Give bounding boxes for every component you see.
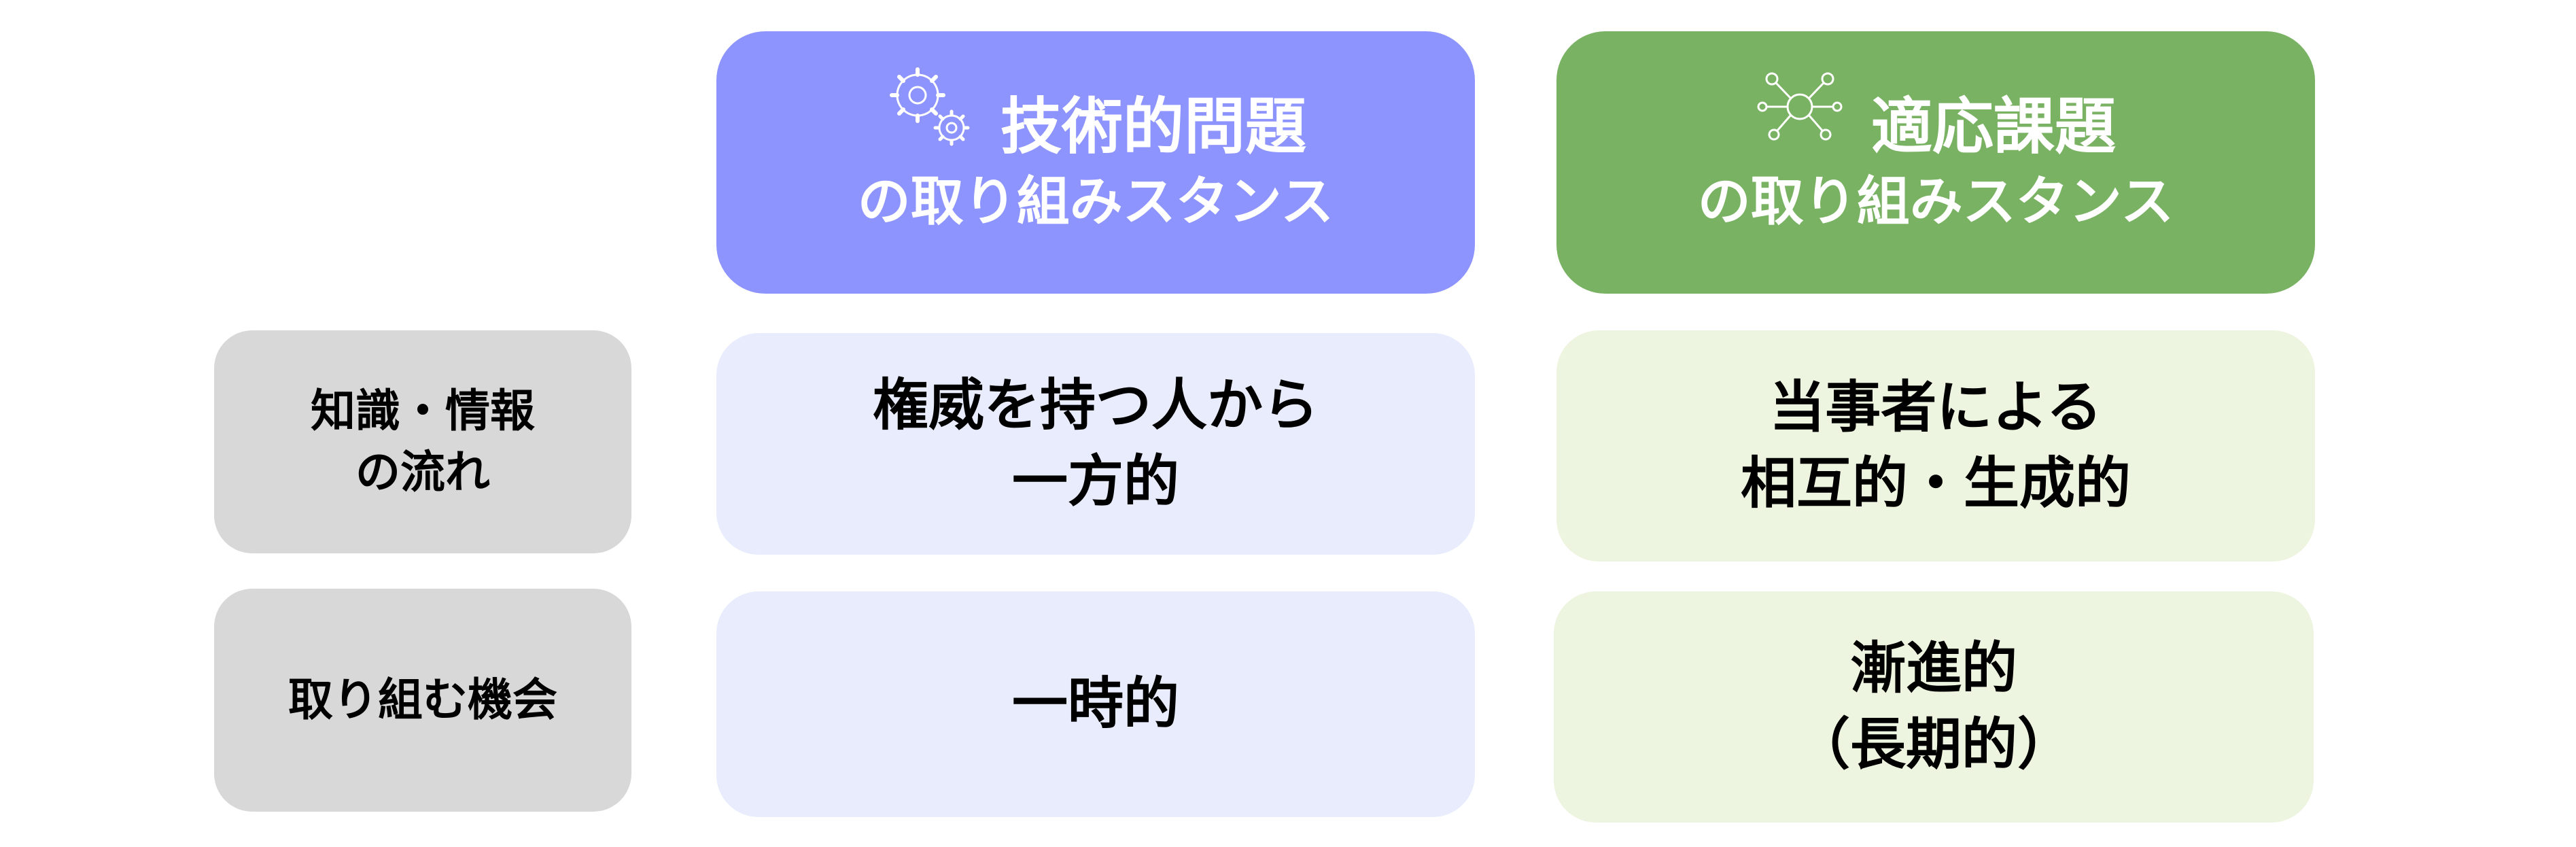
- header-technical-title: 技術的問題: [1000, 91, 1306, 162]
- cell-line: （長期的）: [1794, 712, 2073, 777]
- row-label-line: の流れ: [355, 446, 490, 498]
- network-hub-icon: [1757, 72, 1843, 141]
- cell-line: 一方的: [1011, 449, 1179, 514]
- gears-icon: [890, 67, 970, 146]
- header-technical-title-row: 技術的問題: [885, 67, 1306, 164]
- cell-line: 権威を持つ人から: [872, 373, 1319, 438]
- header-adaptive-title-row: 適応課題: [1756, 72, 2116, 164]
- header-adaptive-subtitle: の取り組みスタンス: [1697, 171, 2174, 232]
- header-technical-subtitle: の取り組みスタンス: [857, 171, 1334, 232]
- cell-line: 漸進的: [1849, 636, 2017, 701]
- cell-line: 相互的・生成的: [1740, 451, 2131, 516]
- cell-line: 一時的: [1011, 672, 1179, 736]
- header-adaptive-challenge: 適応課題 の取り組みスタンス: [1556, 31, 2315, 294]
- cell-adaptive-knowledge-flow: 当事者による 相互的・生成的: [1556, 330, 2315, 561]
- cell-technical-engagement-opportunity: 一時的: [716, 591, 1475, 817]
- row-label-knowledge-flow: 知識・情報 の流れ: [214, 330, 631, 553]
- row-label-line: 知識・情報: [311, 385, 535, 437]
- header-adaptive-title: 適応課題: [1871, 91, 2116, 162]
- cell-adaptive-engagement-opportunity: 漸進的 （長期的）: [1554, 591, 2314, 823]
- row-label-engagement-opportunity: 取り組む機会: [214, 589, 631, 812]
- row-label-line: 取り組む機会: [288, 674, 557, 726]
- cell-technical-knowledge-flow: 権威を持つ人から 一方的: [716, 333, 1475, 555]
- cell-line: 当事者による: [1769, 375, 2102, 440]
- header-technical-problem: 技術的問題 の取り組みスタンス: [716, 31, 1475, 294]
